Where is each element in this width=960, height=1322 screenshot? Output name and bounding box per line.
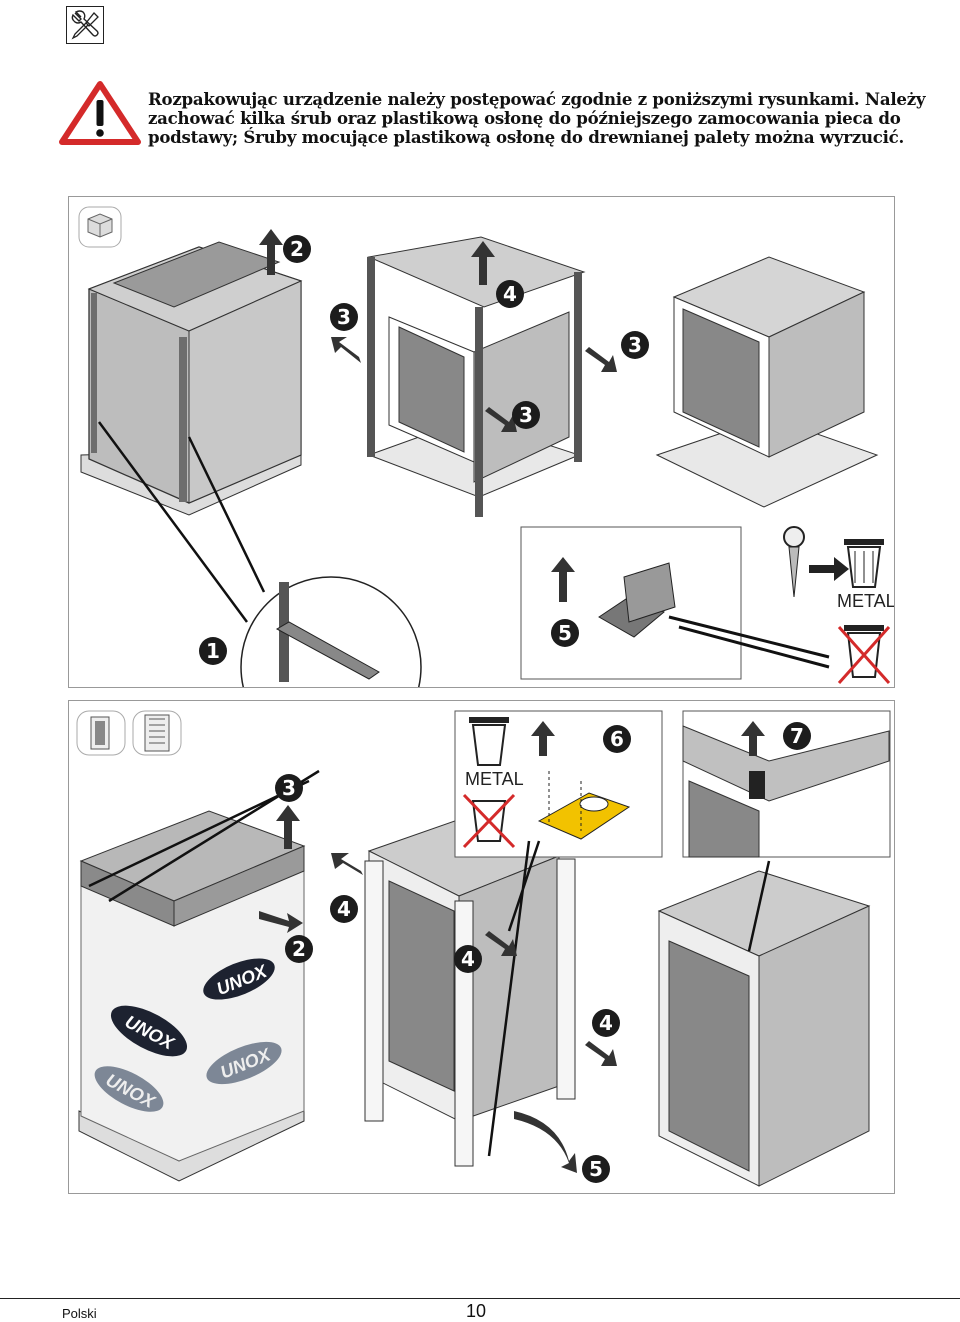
svg-text:1: 1 [206, 639, 220, 663]
warning-text: Rozpakowując urządzenie należy postępowa… [148, 89, 926, 147]
oven-with-frame [367, 236, 586, 517]
svg-text:4: 4 [461, 947, 475, 971]
metal-label: METAL [837, 591, 894, 611]
svg-text:5: 5 [589, 1157, 603, 1181]
svg-text:2: 2 [290, 237, 304, 261]
step-1: 1 [199, 637, 227, 665]
svg-text:2: 2 [292, 937, 306, 961]
svg-text:6: 6 [610, 727, 624, 751]
svg-text:3: 3 [282, 776, 296, 800]
oven-with-bag: UNOX UNOX UNOX UNOX [78, 810, 306, 1182]
svg-text:4: 4 [337, 897, 351, 921]
screw-icon [783, 526, 805, 598]
no-trash-icon [837, 625, 891, 684]
metal-label-bottom: METAL [465, 769, 524, 789]
step-3a: 3 [330, 303, 358, 331]
svg-text:3: 3 [337, 305, 351, 329]
step-2: 2 [285, 935, 313, 963]
warning-icon [58, 80, 142, 146]
svg-text:5: 5 [558, 621, 572, 645]
page-number: 10 [466, 1301, 487, 1321]
step-5: 5 [582, 1155, 610, 1183]
step-4b: 4 [454, 945, 482, 973]
bracket-detail [520, 526, 830, 680]
oven-with-corner-posts [364, 815, 576, 1167]
svg-text:3: 3 [628, 333, 642, 357]
step-4: 4 [496, 280, 524, 308]
cutter-detail [240, 576, 422, 758]
step-2: 2 [283, 235, 311, 263]
yellow-base-detail: METAL [454, 710, 663, 858]
footer-language: Polski [62, 1306, 97, 1321]
oven-on-pallet [655, 256, 879, 508]
oven-final [657, 870, 871, 1187]
trash-bin-icon [469, 717, 509, 766]
step-4a: 4 [330, 895, 358, 923]
svg-text:4: 4 [599, 1011, 613, 1035]
step-6: 6 [603, 725, 631, 753]
step-7: 7 [783, 722, 811, 750]
box-icon [78, 206, 122, 248]
trash-bin-icon [844, 539, 884, 588]
svg-text:4: 4 [503, 282, 517, 306]
step-3b: 3 [621, 331, 649, 359]
no-trash-icon [462, 793, 516, 849]
footer-divider [0, 1298, 960, 1299]
boxed-oven-crate [80, 241, 303, 516]
stacked-ovens-icon [132, 710, 182, 756]
step-5: 5 [551, 619, 579, 647]
tool-icon [66, 6, 104, 44]
svg-text:3: 3 [519, 403, 533, 427]
step-4c: 4 [592, 1009, 620, 1037]
unpacking-illustration-bottom: UNOX UNOX UNOX UNOX [68, 700, 895, 1194]
oven-icon [76, 710, 126, 756]
svg-text:7: 7 [790, 724, 804, 748]
step-3c: 3 [512, 401, 540, 429]
unpacking-illustration-top: METAL 1 2 3 3 3 4 5 [68, 196, 896, 758]
step-3: 3 [275, 774, 303, 802]
